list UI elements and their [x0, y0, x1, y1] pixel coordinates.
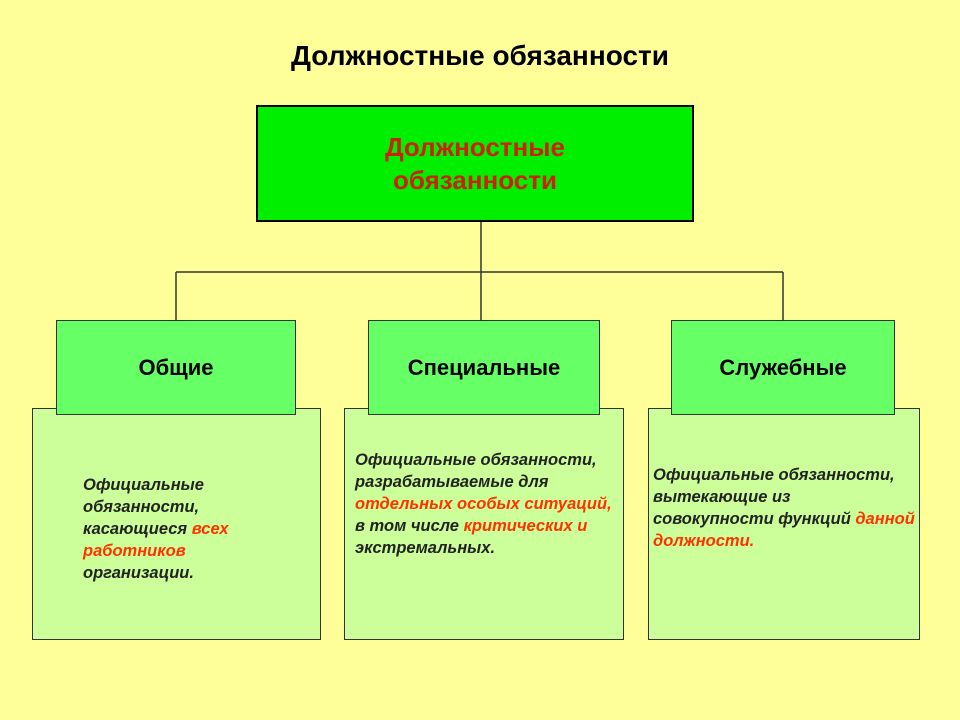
description-text-special: Официальные обязанности, разрабатываемые…	[355, 451, 612, 557]
root-label: Должностные обязанности	[385, 132, 565, 195]
root-box: Должностные обязанности	[256, 105, 694, 222]
category-box-special: Специальные	[368, 320, 600, 415]
description-text-service: Официальные обязанности, вытекающие из с…	[653, 466, 915, 550]
category-label-general: Общие	[138, 354, 214, 380]
description-box-general: Официальные обязанности, касающиеся всех…	[32, 408, 321, 640]
description-box-service: Официальные обязанности, вытекающие из с…	[648, 408, 920, 640]
description-text-general: Официальные обязанности, касающиеся всех…	[83, 476, 229, 582]
description-box-special: Официальные обязанности, разрабатываемые…	[344, 408, 624, 640]
category-label-special: Специальные	[407, 354, 561, 380]
category-box-service: Служебные	[671, 320, 895, 415]
category-label-service: Служебные	[719, 354, 847, 380]
slide-title: Должностные обязанности	[291, 40, 669, 71]
category-box-general: Общие	[56, 320, 296, 415]
